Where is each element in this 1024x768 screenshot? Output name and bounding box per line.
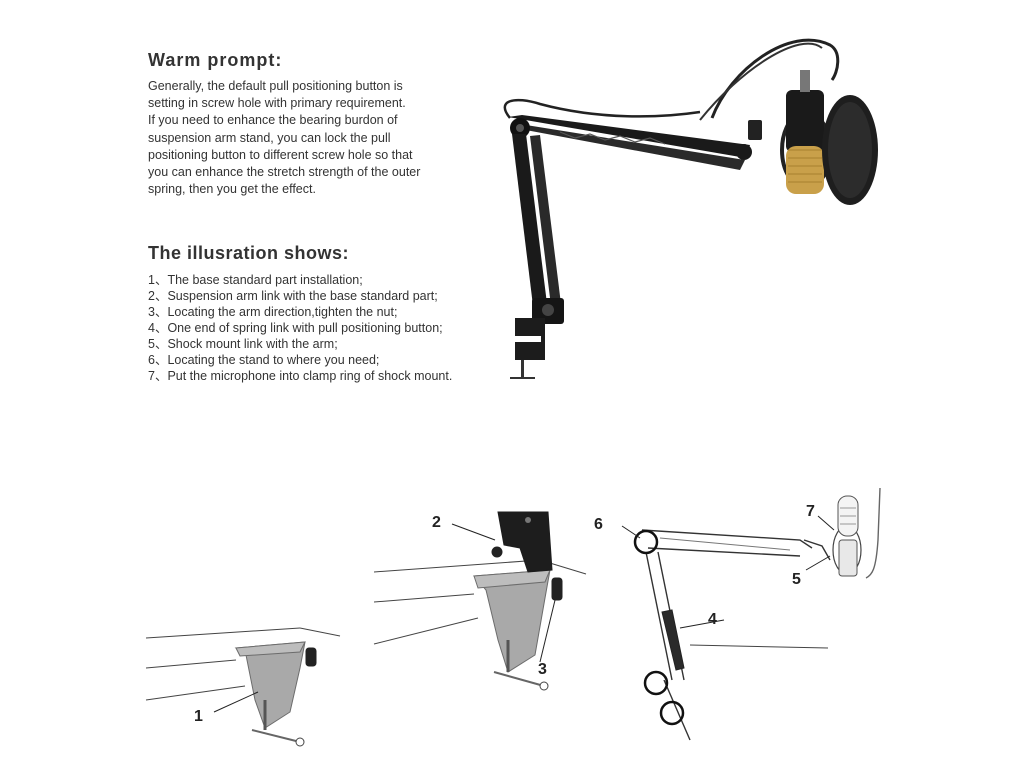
warm-prompt-line: setting in screw hole with primary requi… — [148, 96, 406, 111]
warm-prompt-line: Generally, the default pull positioning … — [148, 79, 403, 93]
warm-prompt-paragraph: Generally, the default pull positioning … — [148, 78, 448, 198]
step-item: 7、Put the microphone into clamp ring of … — [148, 369, 453, 383]
warm-prompt-line: spring, then you get the effect. — [148, 182, 316, 197]
callout-3: 3 — [538, 661, 547, 678]
warm-prompt-line: positioning button to different screw ho… — [148, 147, 413, 162]
mic-arm-stand-photo — [503, 38, 878, 379]
step-item: 2、Suspension arm link with the base stan… — [148, 289, 438, 303]
warm-prompt-line: you can enhance the stretch strength of … — [148, 165, 421, 180]
installation-diagrams — [145, 487, 881, 747]
callout-4: 4 — [708, 611, 717, 628]
step-item: 4、One end of spring link with pull posit… — [148, 321, 443, 335]
callout-5: 5 — [792, 571, 801, 588]
warm-prompt-line: If you need to enhance the bearing burdo… — [148, 113, 398, 128]
step-item: 3、Locating the arm direction,tighten the… — [148, 305, 398, 319]
illustration-heading: The illusration shows: — [148, 243, 350, 263]
step-item: 6、Locating the stand to where you need; — [148, 353, 380, 367]
diagram-clamp-base — [145, 627, 341, 747]
callout-1: 1 — [194, 708, 203, 725]
diagram-arm-base — [373, 511, 587, 691]
diagram-full-arm — [621, 487, 881, 741]
callout-7: 7 — [806, 503, 815, 520]
warm-prompt-line: suspension arm stand, you can lock the p… — [148, 130, 391, 145]
installation-steps-list: 1、The base standard part installation; 2… — [148, 272, 452, 384]
step-item: 1、The base standard part installation; — [148, 273, 363, 287]
callout-2: 2 — [432, 514, 441, 531]
warm-prompt-heading: Warm prompt: — [148, 50, 283, 70]
step-item: 5、Shock mount link with the arm; — [148, 337, 338, 351]
callout-6: 6 — [594, 516, 603, 533]
